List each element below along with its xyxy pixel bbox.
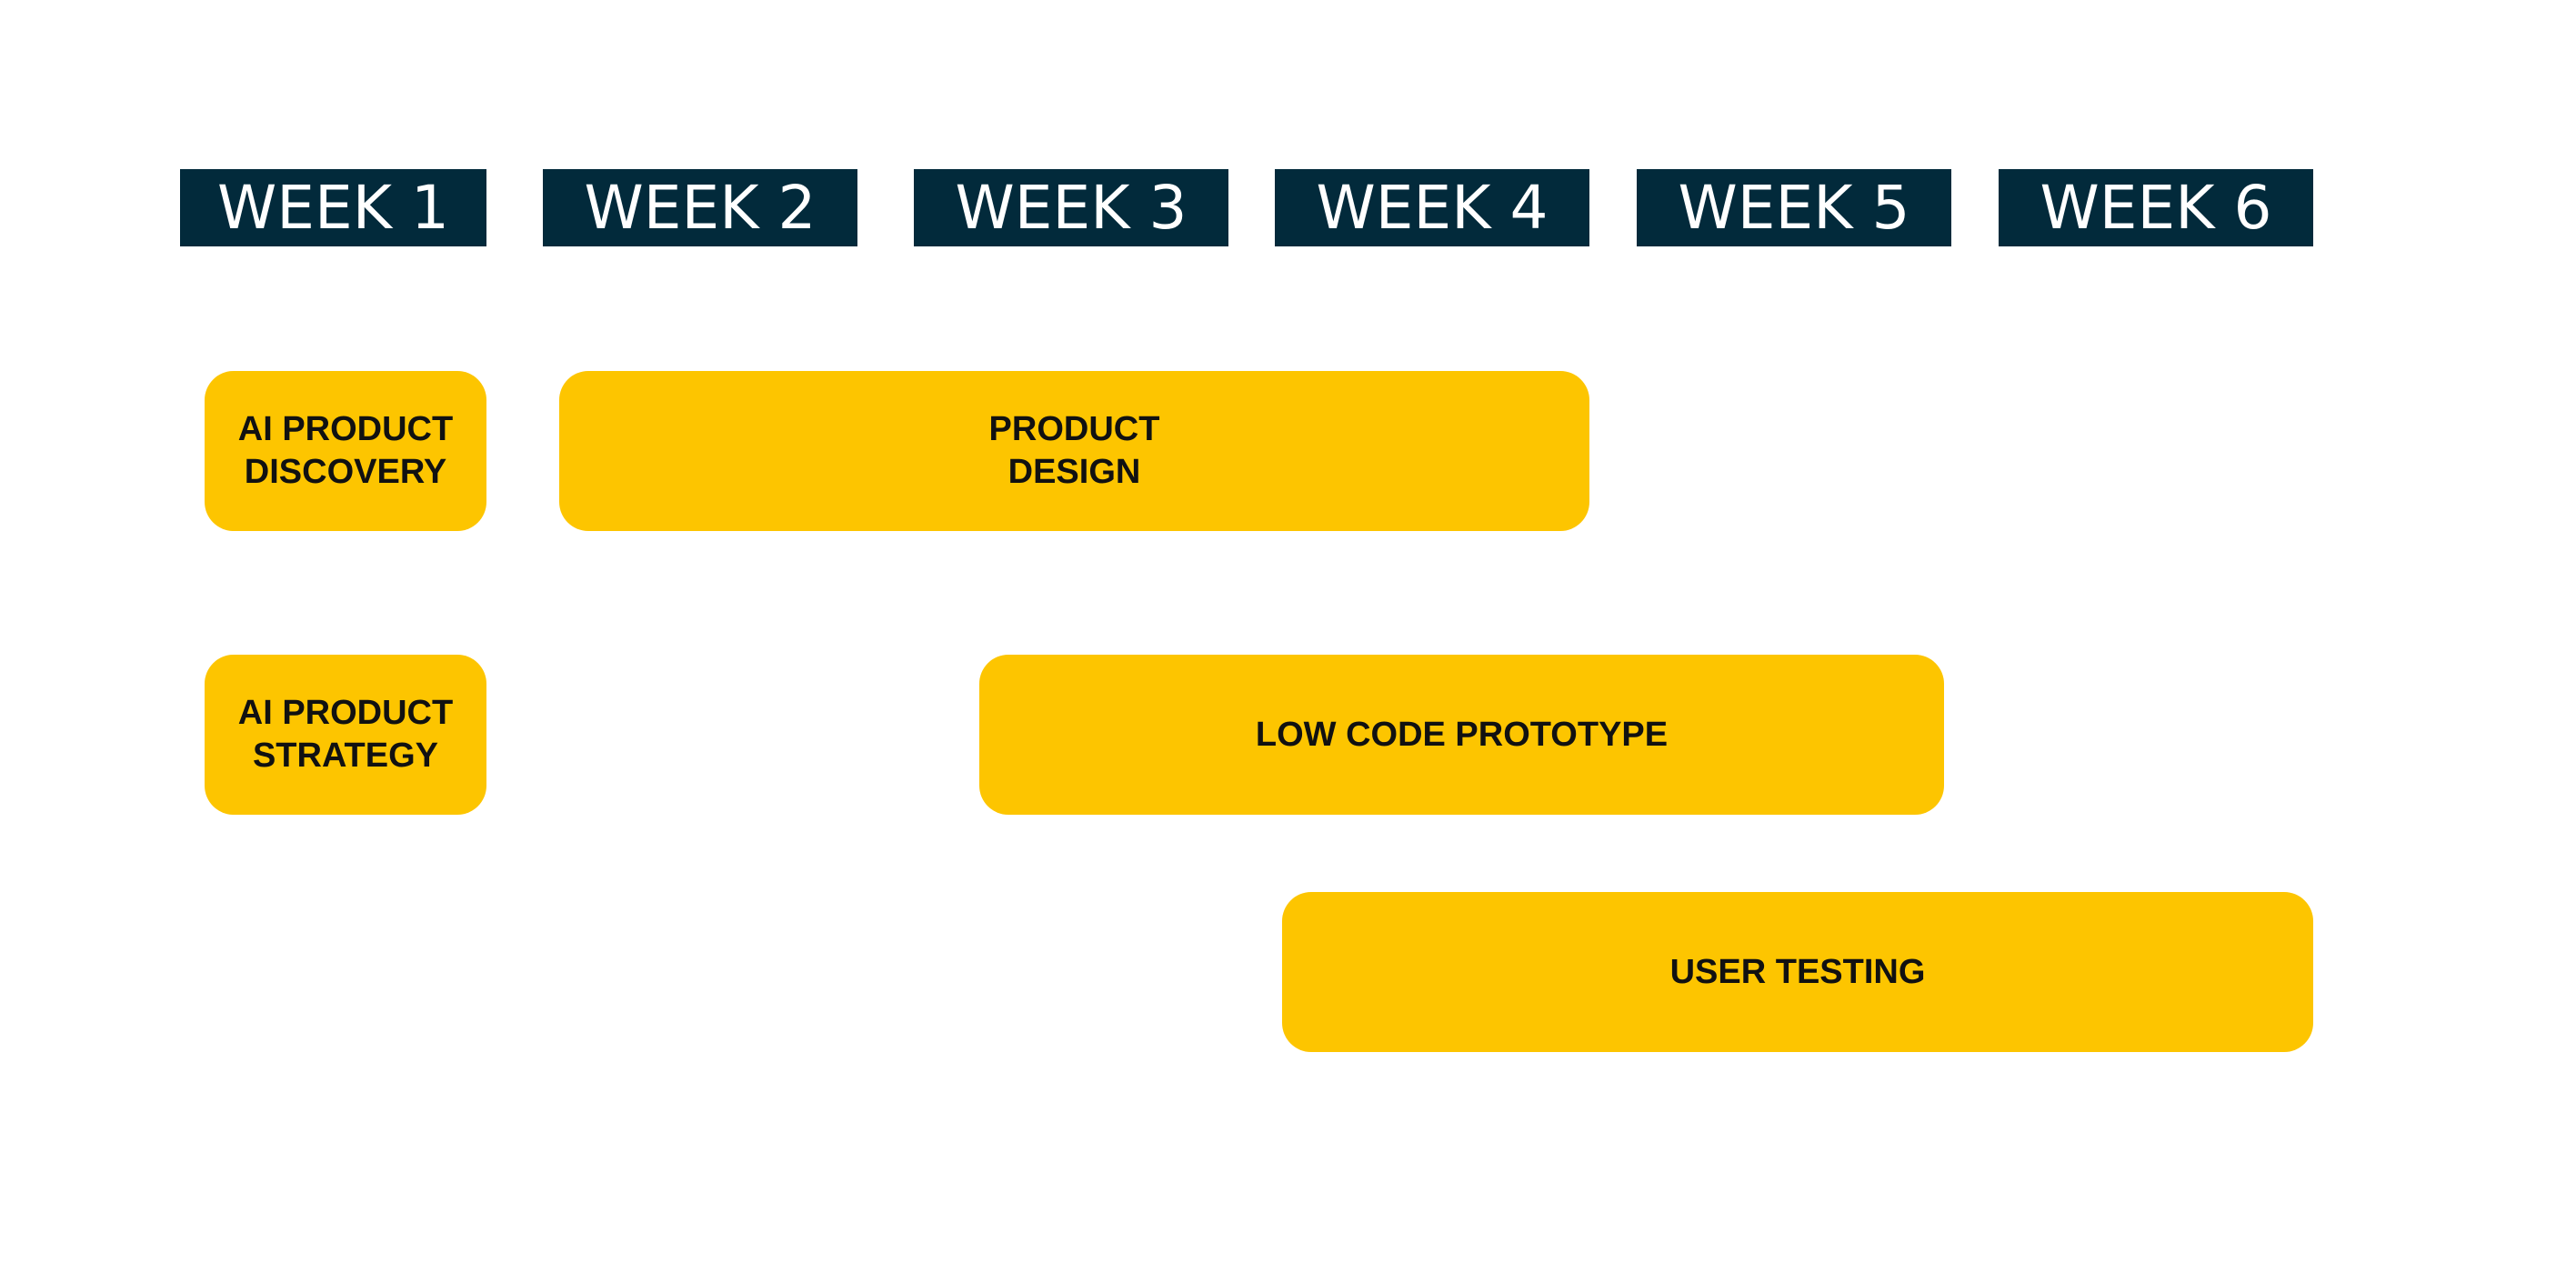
task-low-code-prototype: LOW CODE PROTOTYPE: [979, 655, 1944, 815]
week-3-header: WEEK 3: [914, 169, 1228, 246]
task-label: AI PRODUCT STRATEGY: [237, 694, 454, 775]
week-1-header: WEEK 1: [180, 169, 486, 246]
task-label: AI PRODUCT DISCOVERY: [237, 410, 454, 491]
task-label: LOW CODE PROTOTYPE: [1255, 715, 1669, 754]
week-4-header: WEEK 4: [1275, 169, 1589, 246]
task-ai-product-discovery: AI PRODUCT DISCOVERY: [205, 371, 486, 531]
week-5-header: WEEK 5: [1637, 169, 1951, 246]
task-ai-product-strategy: AI PRODUCT STRATEGY: [205, 655, 486, 815]
week-2-header: WEEK 2: [543, 169, 857, 246]
task-user-testing: USER TESTING: [1282, 892, 2313, 1052]
task-label: USER TESTING: [1669, 952, 1926, 991]
task-product-design: PRODUCT DESIGN: [559, 371, 1589, 531]
week-6-header: WEEK 6: [1999, 169, 2313, 246]
task-label: PRODUCT DESIGN: [988, 410, 1160, 491]
